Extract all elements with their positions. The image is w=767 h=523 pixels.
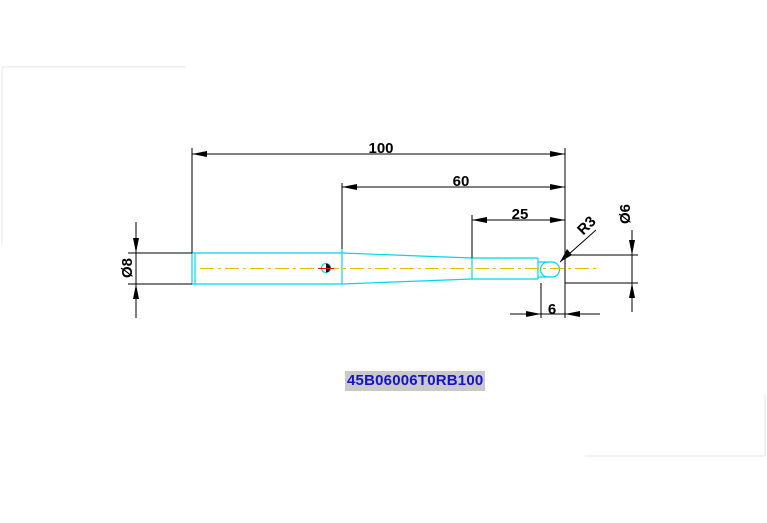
dim-taper-start: 60 [453, 173, 470, 190]
dimension-lines [128, 148, 638, 318]
dim-overall-length: 100 [368, 140, 393, 157]
dim-neck-length: 25 [512, 206, 529, 223]
dim-ball-diameter: Ø6 [617, 204, 634, 224]
tool-outline [191, 249, 561, 285]
center-mark [318, 262, 334, 274]
part-number-label: 45B06006T0RB100 [345, 371, 486, 391]
dim-shank-diameter: Ø8 [119, 258, 136, 278]
sheet-frame [1, 66, 766, 457]
dim-ball-width: 6 [548, 301, 556, 318]
dimension-arrows [133, 151, 635, 317]
dim-ball-radius: R3 [574, 213, 600, 239]
